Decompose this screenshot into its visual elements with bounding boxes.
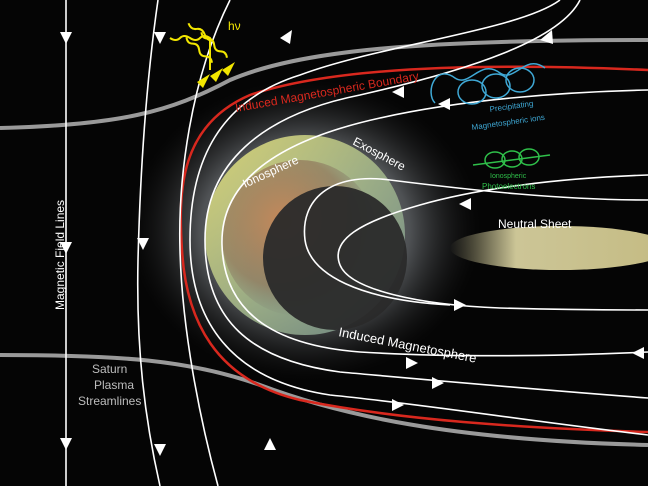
photoelectron-helix [472, 148, 551, 169]
plasma-streamlines-label-2: Plasma [94, 378, 134, 392]
photoelectrons-label-1: Ionospheric [490, 173, 527, 180]
plasma-streamlines-label-1: Saturn [92, 362, 127, 376]
photoelectrons-label-2: Photoelectrons [482, 182, 535, 191]
flow-arrows [60, 30, 644, 456]
neutral-sheet-glow [450, 226, 648, 270]
precipitating-ions-label-1: Precipitating [489, 99, 534, 114]
plasma-streamline-top [0, 38, 648, 130]
plasma-streamline-bottom [0, 353, 648, 447]
hv-label: hν [228, 19, 241, 33]
titan-body [263, 186, 407, 330]
magnetic-field-lines-label: Magnetic Field Lines [53, 200, 67, 310]
plasma-streamlines-label-3: Streamlines [78, 394, 141, 408]
precipitating-ions-label-2: Magnetospheric ions [471, 113, 545, 132]
photon-waves [169, 22, 228, 70]
neutral-sheet-label: Neutral Sheet [498, 217, 572, 231]
photon-arrowheads [197, 62, 235, 88]
ion-helix [430, 62, 546, 105]
induced-boundary-line [179, 65, 648, 434]
